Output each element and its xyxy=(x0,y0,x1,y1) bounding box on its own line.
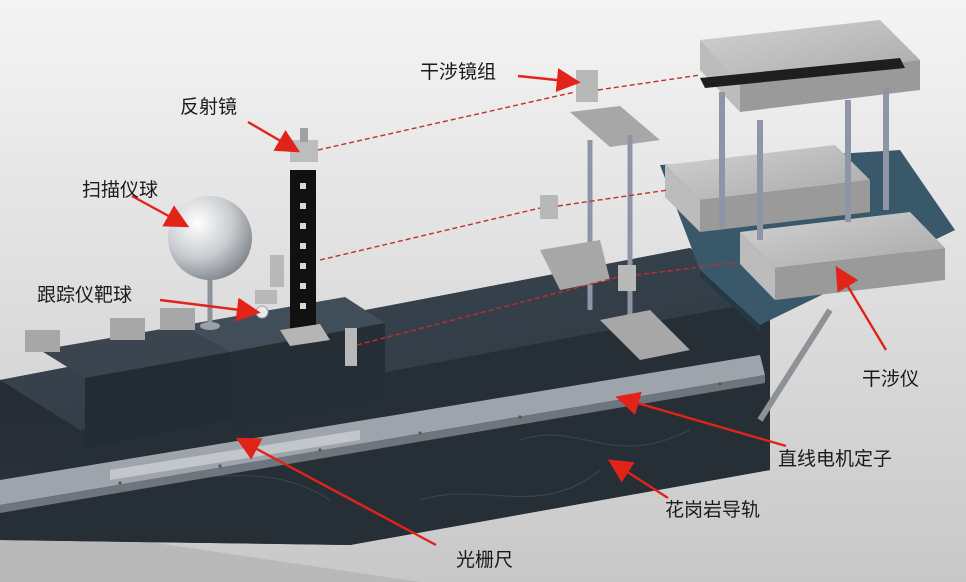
label-linear-motor-stator: 直线电机定子 xyxy=(778,448,892,470)
label-grating-scale: 光栅尺 xyxy=(456,549,513,571)
arrow-granite xyxy=(607,459,669,500)
label-tracker-target-ball: 跟踪仪靶球 xyxy=(37,284,132,306)
tracker-target-ball xyxy=(255,305,269,319)
arrow-grating xyxy=(235,437,437,547)
edge-brackets xyxy=(25,308,195,352)
carriage-brackets xyxy=(255,255,357,366)
annotation-arrows xyxy=(131,68,888,547)
arrow-mirror-group xyxy=(517,68,581,92)
interferometer-assembly xyxy=(660,20,955,422)
arrow-stator xyxy=(615,391,787,448)
label-granite-guide-rail: 花岗岩导轨 xyxy=(665,499,760,521)
label-reflector: 反射镜 xyxy=(180,96,237,118)
laser-beams xyxy=(317,74,741,346)
arrow-scanner-ball xyxy=(131,194,190,228)
reflector-mirror xyxy=(290,140,318,162)
arrow-interferometer xyxy=(835,265,888,351)
interferometer-mirror-group xyxy=(540,70,690,360)
label-interferometer: 干涉仪 xyxy=(862,368,919,390)
label-scanner-ball: 扫描仪球 xyxy=(82,179,158,201)
arrow-reflector xyxy=(247,120,301,153)
label-interferometer-mirror-group: 干涉镜组 xyxy=(420,61,496,83)
grating-scale xyxy=(110,430,360,480)
arrow-tracker-ball xyxy=(159,297,261,322)
